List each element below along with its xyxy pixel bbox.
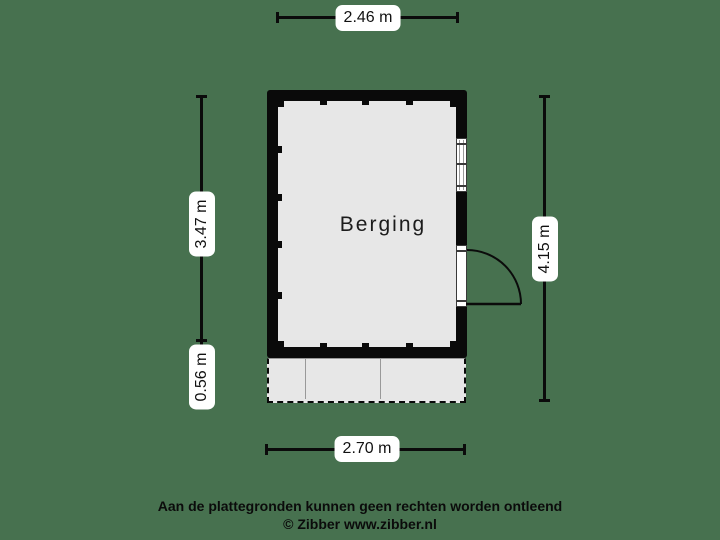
attribution-text: © Zibber www.zibber.nl (283, 516, 437, 532)
wall-joint-tick (278, 292, 282, 299)
window-frame-bar (457, 163, 466, 165)
dimension-label-top: 2.46 m (335, 5, 401, 31)
wall-corner-notch (450, 101, 456, 107)
wall-joint-tick (320, 101, 327, 105)
window-frame-bar (457, 185, 466, 187)
wall-joint-tick (278, 194, 282, 201)
wall-joint-tick (406, 101, 413, 105)
room-outer-wall (267, 90, 467, 358)
window-frame-bar (457, 143, 466, 145)
dimension-cap (196, 95, 207, 98)
wall-joint-tick (362, 101, 369, 105)
wall-corner-notch (450, 341, 456, 347)
dimension-cap (456, 12, 459, 23)
wall-corner-notch (278, 341, 284, 347)
door-icon (456, 245, 467, 307)
wall-joint-tick (362, 343, 369, 347)
wall-joint-tick (406, 343, 413, 347)
wall-joint-tick (278, 241, 282, 248)
window-icon (456, 138, 467, 192)
dimension-label-right: 4.15 m (532, 216, 558, 282)
canopy-dashed-area (267, 358, 466, 403)
room-floor (278, 101, 456, 347)
canopy-panel-divider (305, 359, 306, 399)
dimension-label-left-upper: 3.47 m (189, 191, 215, 257)
dimension-cap (539, 95, 550, 98)
dimension-cap (196, 339, 207, 342)
wall-corner-notch (278, 101, 284, 107)
canopy-panel-divider (380, 359, 381, 399)
wall-joint-tick (278, 146, 282, 153)
window-glass-lines (459, 140, 464, 190)
wall-joint-tick (320, 343, 327, 347)
door-frame-bar (457, 300, 466, 302)
dimension-cap (265, 444, 268, 455)
room-label: Berging (339, 213, 427, 236)
disclaimer-text: Aan de plattegronden kunnen geen rechten… (157, 498, 563, 514)
dimension-cap (463, 444, 466, 455)
dimension-cap (276, 12, 279, 23)
dimension-label-left-lower: 0.56 m (189, 344, 215, 410)
door-frame-bar (457, 250, 466, 252)
dimension-cap (539, 399, 550, 402)
dimension-label-bottom: 2.70 m (334, 436, 400, 462)
